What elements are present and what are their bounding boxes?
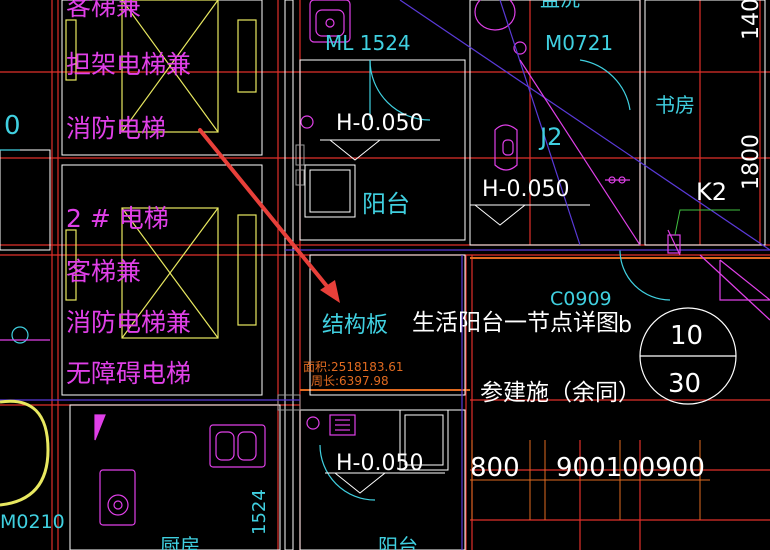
- elevation-markers: [320, 139, 590, 494]
- label-elevator1-line2: 消防电梯: [66, 114, 166, 143]
- label-elevator-top: 客梯兼: [66, 0, 141, 21]
- elevator-shaft-1: [65, 0, 257, 133]
- label-elevator2-title: 2 # 电梯: [66, 204, 169, 233]
- label-dim-1400: 140: [739, 0, 764, 40]
- label-room-top: 盥洗: [540, 0, 580, 11]
- label-dim-1800: 1800: [739, 134, 764, 190]
- green-marker: [674, 209, 740, 236]
- label-window-c0909: C0909: [550, 288, 612, 310]
- label-height-1: H-0.050: [336, 111, 423, 136]
- label-elevator1-line1: 担架电梯兼: [66, 50, 191, 79]
- yellow-curve: [0, 399, 50, 507]
- balcony-equipment: [304, 164, 449, 471]
- label-k2: K2: [696, 178, 727, 206]
- label-dim-800: 800: [470, 453, 520, 483]
- door-swings: [0, 59, 671, 501]
- label-dim-1524: 1524: [249, 489, 270, 535]
- detail-symbol: [639, 307, 737, 405]
- dimension-lines: [470, 440, 710, 520]
- label-perimeter: 周长:6397.98: [311, 374, 389, 388]
- label-elevator2-line1: 客梯兼: [66, 257, 141, 286]
- cyan-labels: 0 ML 1524 M0721 盥洗 书房 阳台 J2 C0909 结构板 M0…: [0, 0, 695, 550]
- label-detail-note: 生活阳台一节点详图: [412, 310, 619, 336]
- label-structural-slab: 结构板: [322, 313, 388, 338]
- label-detail-b: b: [618, 313, 632, 338]
- label-height-2: H-0.050: [482, 177, 569, 202]
- label-study: 书房: [655, 93, 695, 117]
- measurement-labels: 面积:2518183.61 周长:6397.98: [303, 360, 404, 388]
- label-door-ml: ML 1524: [325, 31, 411, 55]
- label-dim-900: 900100900: [556, 453, 705, 483]
- magenta-lines: [0, 59, 770, 341]
- white-labels: H-0.050 H-0.050 H-0.050 K2 1800 140 生活阳台…: [336, 0, 764, 483]
- label-area: 面积:2518183.61: [303, 360, 404, 374]
- label-bottom-room: 厨房: [160, 534, 200, 550]
- pointer-arrow: [198, 128, 340, 303]
- elevator-shaft-2: [65, 207, 257, 339]
- fixtures: [94, 0, 630, 526]
- label-detail-num-bottom: 30: [668, 369, 701, 399]
- label-left-zero: 0: [4, 111, 21, 141]
- label-elevator2-line2: 消防电梯兼: [66, 308, 191, 337]
- label-bottom-balcony: 阳台: [378, 534, 418, 550]
- label-height-3: H-0.050: [336, 451, 423, 476]
- elevator-labels: 客梯兼 担架电梯兼 消防电梯 2 # 电梯 客梯兼 消防电梯兼 无障碍电梯: [66, 0, 191, 388]
- label-balcony: 阳台: [362, 190, 410, 218]
- label-door-m0721: M0721: [545, 31, 613, 55]
- label-detail-num-top: 10: [670, 321, 703, 351]
- column-marks: [277, 144, 305, 411]
- label-elevator2-line3: 无障碍电梯: [66, 359, 191, 388]
- label-jd2: J2: [538, 123, 562, 151]
- label-door-m0210: M0210: [0, 511, 65, 533]
- label-ref-note: 参建施（余同）: [480, 380, 641, 406]
